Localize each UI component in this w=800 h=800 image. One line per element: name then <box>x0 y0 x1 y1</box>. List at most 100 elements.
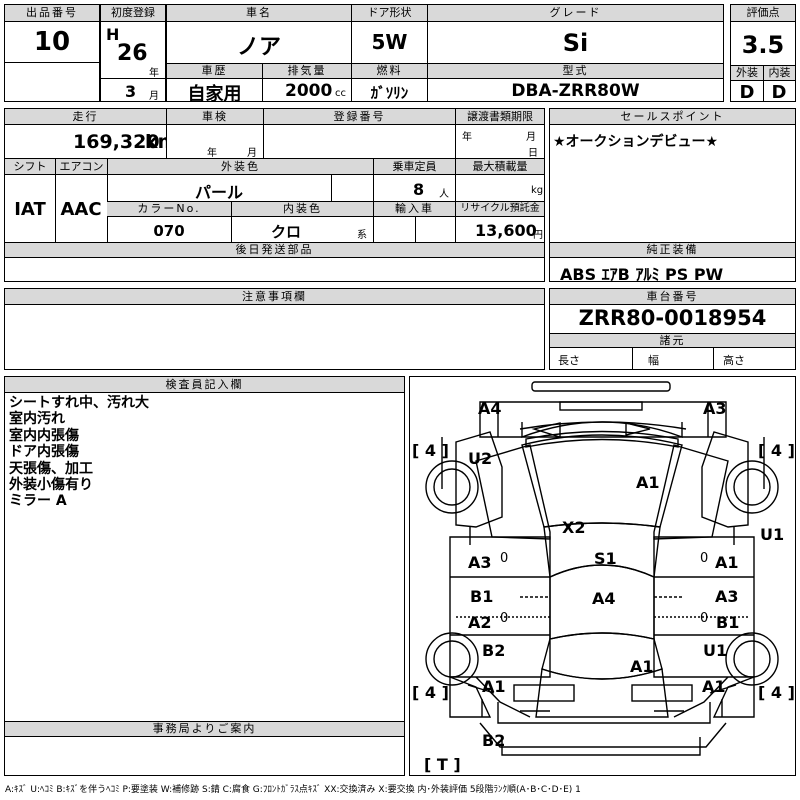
max-load-label: 最大積載量 <box>455 159 544 175</box>
inspection-label: 車検 <box>167 109 263 125</box>
mark-u1-right: U1 <box>760 525 785 544</box>
exterior-grade: D <box>739 82 755 103</box>
model-box: 型式 DBA-ZRR80W <box>427 63 724 102</box>
inspection-box: 車検 年 月 <box>166 108 264 159</box>
interior-color-label: 内装色 <box>231 202 373 217</box>
mark-a1-hood: A1 <box>636 473 660 492</box>
mark-a1-right: A1 <box>715 553 739 572</box>
mark-a3-top-right: A3 <box>703 399 727 418</box>
score-label: 評価点 <box>731 5 795 22</box>
shift-label: シフト <box>5 159 55 175</box>
shift-value: IAT <box>14 199 46 220</box>
condition-diagram: A4 A3 [ 4 ] [ 4 ] U2 A1 U1 X2 A3 0 S1 0 … <box>409 376 796 776</box>
recycle-value: 13,600 <box>475 221 537 240</box>
interior-grade: D <box>771 82 787 103</box>
capacity-value: 8 <box>413 180 425 199</box>
inspector-label: 検査員記入欄 <box>5 377 404 393</box>
year-unit: 年 <box>149 68 159 79</box>
chassis-box: 車台番号 ZRR80-0018954 諸元 長さ 幅 高さ <box>549 288 796 370</box>
sales-point-label: セールスポイント <box>550 109 795 125</box>
recycle-label: リサイクル預託金 <box>455 202 544 217</box>
history-value: 自家用 <box>187 84 242 105</box>
mark-a4-top-left: A4 <box>478 399 502 418</box>
inspection-month-unit: 月 <box>247 148 257 159</box>
mark-s1: S1 <box>594 549 617 568</box>
capacity-label: 乗車定員 <box>373 159 455 175</box>
spec-grid: シフト エアコン 外装色 乗車定員 最大積載量 IAT AAC パール 8 人 … <box>4 158 545 243</box>
car-name-box: 車名 ノア <box>166 4 352 64</box>
lot-label: 出品番号 <box>5 5 99 22</box>
mark-a1-left-rear: A1 <box>482 677 506 696</box>
displacement-box: 排気量 2000 cc <box>262 63 352 102</box>
mark-a3-left: A3 <box>468 553 492 572</box>
inspector-line: 天張傷、加工 <box>9 460 93 477</box>
inspector-line: ドア内張傷 <box>9 444 79 461</box>
inspector-line: ミラー A <box>9 493 67 510</box>
mileage-value: 169,320 <box>73 131 160 153</box>
tire-spare: [ T ] <box>424 755 461 774</box>
lot-number: 10 <box>33 27 71 57</box>
inspector-line: シートすれ中、汚れ大 <box>9 395 149 411</box>
history-label: 車歴 <box>167 64 262 79</box>
color-no-label: カラーNo. <box>107 202 231 217</box>
color-no-value: 070 <box>153 222 185 240</box>
tire-fr: [ 4 ] <box>758 441 795 460</box>
max-load-unit: kg <box>531 185 544 196</box>
displacement-value: 2000 <box>285 81 333 101</box>
inspector-line: 外装小傷有り <box>9 477 93 494</box>
tire-rl: [ 4 ] <box>412 683 449 702</box>
grade-value: Si <box>562 29 589 57</box>
inspector-notes: シートすれ中、汚れ大室内汚れ室内内張傷ドア内張傷天張傷、加工外装小傷有りミラー … <box>9 395 149 510</box>
mark-zero-3: 0 <box>500 611 509 626</box>
mark-x2: X2 <box>562 518 586 537</box>
notes-box: 注意事項欄 <box>4 288 545 370</box>
exterior-color-value: パール <box>194 183 243 202</box>
length-label: 長さ <box>558 354 580 367</box>
model-value: DBA-ZRR80W <box>511 81 640 101</box>
recycle-unit: 円 <box>533 230 543 241</box>
mark-u2: U2 <box>468 449 493 468</box>
doors-label: ドア形状 <box>352 5 427 22</box>
fuel-label: 燃料 <box>352 64 427 79</box>
mark-zero-1: 0 <box>500 551 509 566</box>
reg-year: 26 <box>117 41 148 66</box>
sales-point-value: ★オークションデビュー★ <box>553 134 719 150</box>
fuel-value: ｶﾞｿﾘﾝ <box>370 84 409 102</box>
score-value: 3.5 <box>741 31 785 59</box>
equipment-label: 純正装備 <box>550 243 795 258</box>
mark-a3-right: A3 <box>715 587 739 606</box>
mark-a4-roof: A4 <box>592 589 616 608</box>
transfer-year-unit: 年 <box>462 132 472 143</box>
height-label: 高さ <box>723 354 745 367</box>
mark-a1-rear: A1 <box>630 657 654 676</box>
transfer-month-unit: 月 <box>526 132 536 143</box>
later-parts-label: 後日発送部品 <box>5 243 544 258</box>
mark-zero-4: 0 <box>700 611 709 626</box>
inspector-line: 室内汚れ <box>9 411 65 428</box>
era: H <box>106 25 120 44</box>
interior-color-unit: 系 <box>357 230 367 241</box>
reg-month: 3 <box>125 82 137 101</box>
interior-label: 内装 <box>763 66 795 81</box>
car-outline <box>425 381 779 756</box>
equipment-value: ABS ｴｱB ｱﾙﾐ PS PW <box>560 265 724 284</box>
later-parts-box: 後日発送部品 <box>4 242 545 282</box>
mark-b2-left: B2 <box>482 641 506 660</box>
inspector-line: 室内内張傷 <box>9 427 79 444</box>
month-unit: 月 <box>149 91 159 102</box>
import-label: 輸入車 <box>373 202 455 217</box>
transfer-day-unit: 日 <box>528 148 538 159</box>
equipment-box: 純正装備 ABS ｴｱB ｱﾙﾐ PS PW <box>549 242 796 284</box>
inspection-year-unit: 年 <box>207 148 217 159</box>
mark-u1-right-rear: U1 <box>703 641 728 660</box>
exterior-color-label: 外装色 <box>107 159 373 175</box>
grade-label: グレード <box>428 5 723 22</box>
mark-b1-left: B1 <box>470 587 494 606</box>
mark-a1-right-rear: A1 <box>702 677 726 696</box>
transfer-label: 譲渡書類期限 <box>456 109 544 125</box>
registration-box: 登録番号 <box>263 108 456 159</box>
score-box: 評価点 3.5 外装 内装 D D <box>730 4 796 103</box>
car-name-label: 車名 <box>167 5 351 22</box>
exterior-label: 外装 <box>731 66 763 81</box>
doors-box: ドア形状 5W <box>351 4 428 64</box>
